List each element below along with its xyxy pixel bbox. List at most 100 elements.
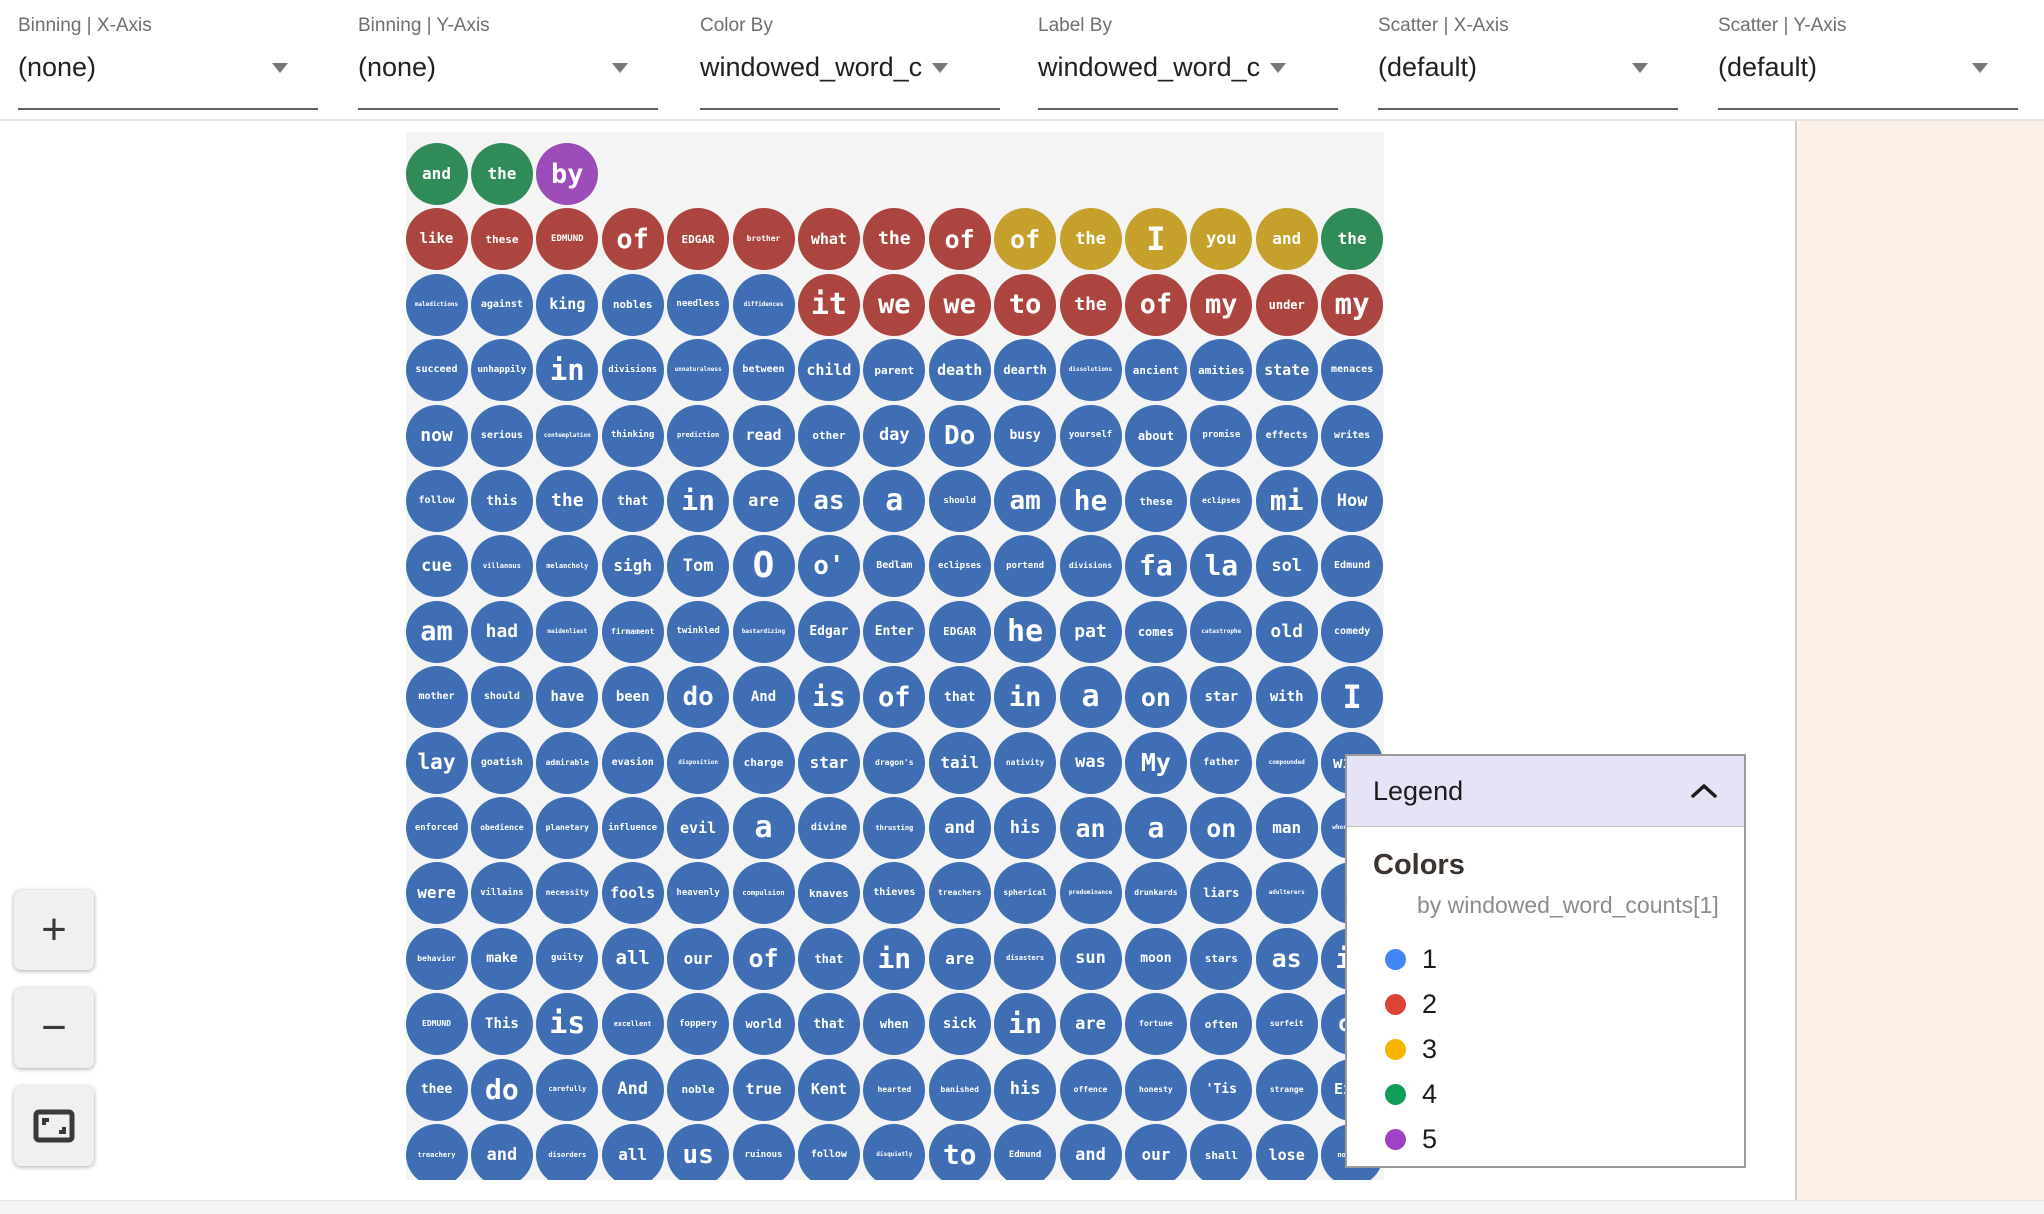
word-circle[interactable]: villanous [470,535,533,598]
word-circle[interactable]: day [863,404,926,467]
word-circle[interactable]: My [1124,731,1187,794]
word-circle[interactable]: his [994,797,1057,859]
word-circle[interactable]: that [797,927,860,990]
word-circle[interactable]: thee [406,1058,468,1121]
word-circle[interactable]: on [1124,666,1187,729]
bottom-scrollbar-track[interactable] [0,1200,2044,1214]
word-circle[interactable]: necessity [536,862,599,925]
word-circle[interactable]: Kent [797,1058,860,1121]
word-circle[interactable]: star [797,731,860,794]
word-circle[interactable]: twinkled [667,600,730,663]
word-circle[interactable]: star [1190,666,1253,729]
legend-item[interactable]: 2 [1385,982,1744,1027]
word-circle[interactable]: us [667,1124,730,1180]
word-circle[interactable]: promise [1190,404,1253,467]
word-circle[interactable]: Do [928,404,991,467]
word-circle[interactable]: excellent [601,993,664,1056]
word-circle[interactable]: now [406,404,468,467]
word-circle[interactable]: of [928,208,991,271]
word-circle[interactable]: read [732,404,795,467]
word-circle[interactable]: the [863,208,926,271]
word-circle[interactable]: of [863,666,926,729]
word-circle[interactable]: state [1255,339,1318,402]
word-circle[interactable]: we [928,273,991,336]
word-circle[interactable]: This [470,993,533,1056]
dropdown-scatter-x-axis[interactable]: Scatter | X-Axis (default) [1378,14,1678,110]
word-circle[interactable]: in [667,470,730,532]
word-circle[interactable]: spherical [994,862,1057,925]
word-circle[interactable]: child [797,339,860,402]
word-circle[interactable]: are [732,470,795,532]
word-circle[interactable]: these [470,208,533,271]
word-circle[interactable]: EDMUND [536,208,599,271]
word-circle[interactable]: that [601,470,664,532]
word-circle[interactable]: of [732,927,795,990]
word-circle[interactable]: Edgar [797,600,860,663]
legend-item[interactable]: 1 [1385,937,1744,982]
word-circle[interactable]: is [797,666,860,729]
word-circle[interactable]: between [732,339,795,402]
word-circle[interactable]: old [1255,600,1318,663]
word-circle[interactable]: sigh [601,535,664,598]
word-circle[interactable]: our [667,927,730,990]
zoom-in-button[interactable]: + [14,890,94,970]
word-circle[interactable]: effects [1255,404,1318,467]
word-circle[interactable]: in [536,339,599,402]
word-circle[interactable]: of [994,208,1057,271]
fit-to-screen-button[interactable] [14,1086,94,1166]
word-circle[interactable]: as [1255,927,1318,990]
word-circle[interactable]: these [1124,470,1187,532]
chevron-up-icon[interactable] [1690,783,1718,799]
word-circle[interactable]: world [732,993,795,1056]
word-circle[interactable]: dissolutions [1059,339,1122,402]
word-circle[interactable]: moon [1124,927,1187,990]
word-circle[interactable]: divisions [601,339,664,402]
word-circle[interactable]: father [1190,731,1253,794]
word-circle[interactable]: dearth [994,339,1057,402]
word-circle[interactable]: writes [1321,404,1384,467]
word-circle[interactable]: firmament [601,600,664,663]
word-circle[interactable]: stars [1190,927,1253,990]
word-circle[interactable]: my [1190,273,1253,336]
word-circle[interactable]: Enter [863,600,926,663]
word-circle[interactable]: Edmund [1321,535,1384,598]
word-circle[interactable]: compounded [1255,731,1318,794]
word-circle[interactable]: been [601,666,664,729]
word-circle[interactable]: strange [1255,1058,1318,1121]
word-circle[interactable]: true [732,1058,795,1121]
word-circle[interactable]: unhappily [470,339,533,402]
word-circle[interactable]: amities [1190,339,1253,402]
word-circle[interactable]: evil [667,797,730,859]
word-circle[interactable]: do [667,666,730,729]
word-circle[interactable]: are [928,927,991,990]
word-circle[interactable]: king [536,273,599,336]
word-circle[interactable]: menaces [1321,339,1384,402]
word-circle[interactable]: was [1059,731,1122,794]
word-circle[interactable]: EDMUND [406,993,468,1056]
word-circle[interactable]: a [863,470,926,532]
word-circle[interactable]: knaves [797,862,860,925]
word-circle[interactable]: mother [406,666,468,729]
word-circle[interactable]: admirable [536,731,599,794]
word-circle[interactable]: are [1059,993,1122,1056]
word-circle[interactable]: eclipses [928,535,991,598]
word-circle[interactable]: tail [928,731,991,794]
word-circle[interactable]: And [601,1058,664,1121]
word-circle[interactable]: disasters [994,927,1057,990]
word-circle[interactable]: And [732,666,795,729]
word-circle[interactable]: as [797,470,860,532]
word-circle[interactable]: it [797,273,860,336]
word-circle[interactable]: ruinous [732,1124,795,1180]
word-circle[interactable]: that [797,993,860,1056]
word-circle[interactable]: sick [928,993,991,1056]
word-circle[interactable]: liars [1190,862,1253,925]
legend-item[interactable]: 5 [1385,1117,1744,1162]
word-circle[interactable]: compulsion [732,862,795,925]
word-circle[interactable]: Tom [667,535,730,598]
word-circle[interactable]: our [1124,1124,1187,1180]
word-circle[interactable]: divine [797,797,860,859]
word-circle[interactable]: disorders [536,1124,599,1180]
word-circle[interactable]: he [1059,470,1122,532]
word-circle[interactable]: nobles [601,273,664,336]
word-circle[interactable]: portend [994,535,1057,598]
